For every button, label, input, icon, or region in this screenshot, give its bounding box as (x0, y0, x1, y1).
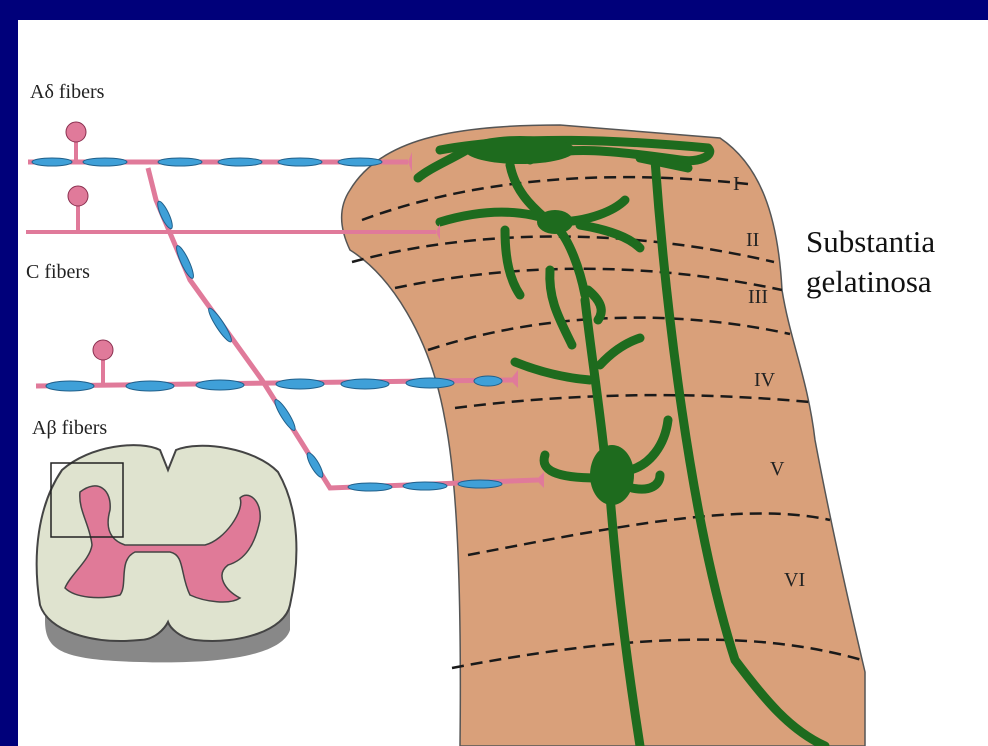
lamina-v-cell-body (590, 445, 634, 505)
lamina-label-6: VI (784, 569, 805, 591)
lamina-label-3: III (748, 286, 768, 308)
lamina-ii-cell-body (537, 210, 573, 234)
lamina-label-1: I (733, 173, 740, 195)
region-label-line2: gelatinosa (806, 264, 932, 299)
spinal-cord-cross-section (37, 445, 297, 662)
lamina-label-2: II (746, 229, 759, 251)
a-beta-label: Aβ fibers (32, 417, 107, 439)
a-delta-fiber (28, 122, 412, 172)
a-delta-label: Aδ fibers (30, 81, 105, 103)
cord-white-matter (37, 445, 297, 641)
region-label-line1: Substantia (806, 224, 935, 259)
lamina-label-5: V (770, 458, 785, 480)
lamina-label-4: IV (754, 369, 776, 391)
c-fibers-label: C fibers (26, 261, 90, 283)
lamina-i-cell-body (465, 136, 575, 164)
